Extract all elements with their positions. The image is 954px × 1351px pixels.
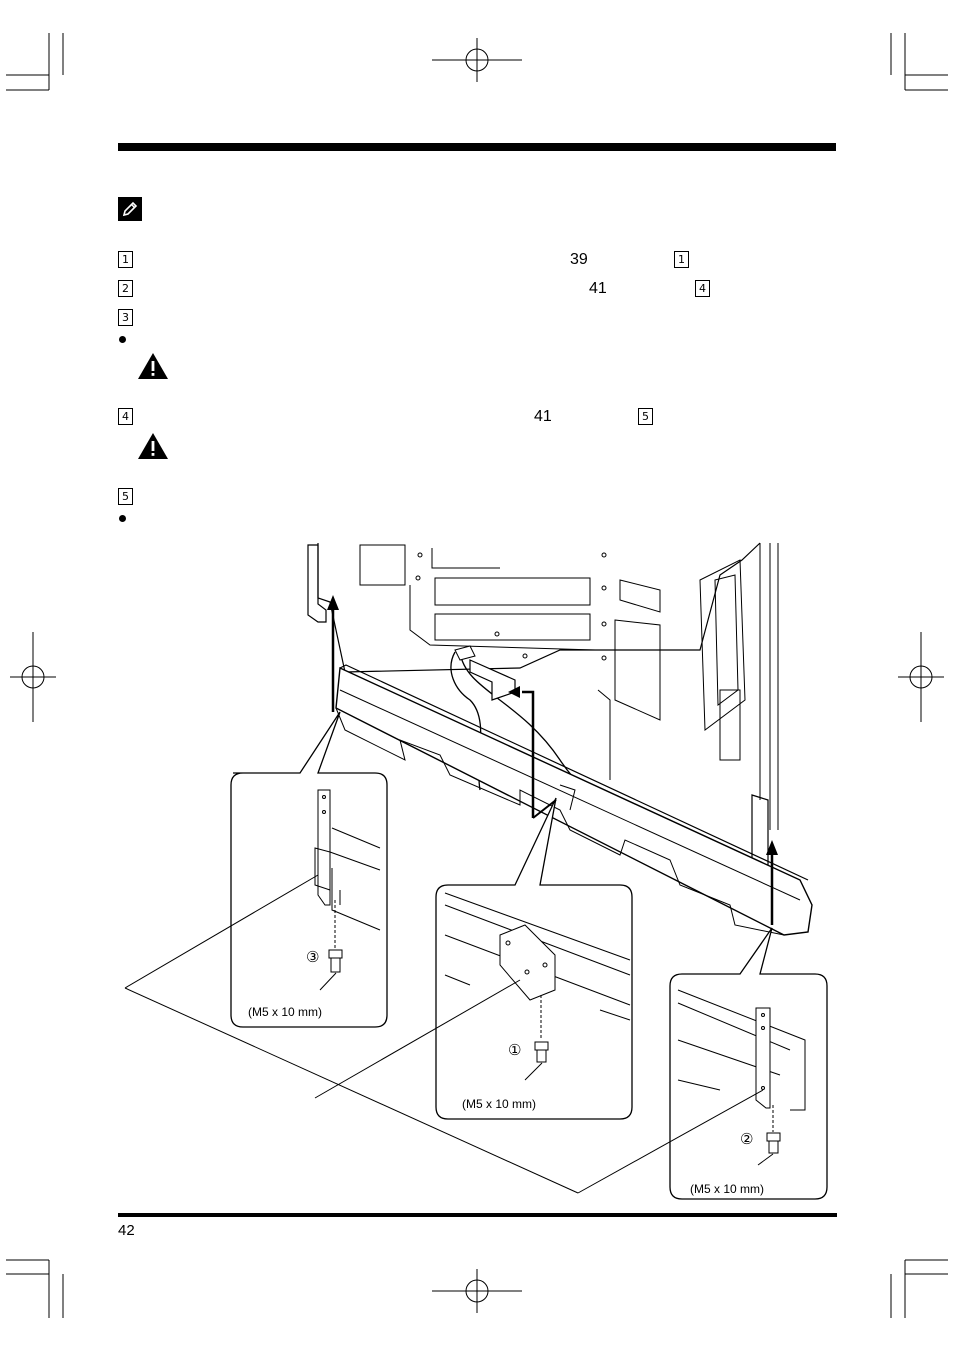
screw-size-label: (M5 x 10 mm) [462,1097,536,1111]
screw-number-1: ① [508,1041,521,1059]
screw-size-label: (M5 x 10 mm) [248,1005,322,1019]
step-reference-box: 4 [695,280,710,297]
page-reference: 39 [570,251,588,268]
display-rear-panel [317,542,779,830]
step-marker-5: 5 [118,488,133,505]
screw-number-2: ② [740,1130,753,1148]
step-marker-2: 2 [118,280,133,297]
step-marker-1: 1 [118,251,133,268]
page-reference: 41 [589,280,607,297]
bullet-dot [119,515,126,522]
step-marker-3: 3 [118,309,133,326]
bullet-dot [119,336,126,343]
warning-triangle-icon [138,433,168,459]
speaker-bar [335,664,813,936]
footer-rule [118,1213,837,1217]
page-reference: 41 [534,408,552,425]
step-reference-box: 5 [638,408,653,425]
screw-size-label: (M5 x 10 mm) [690,1182,764,1196]
step-marker-4: 4 [118,408,133,425]
page-number: 42 [118,1222,135,1239]
header-rule [118,143,836,151]
warning-triangle-icon [138,353,168,379]
step-reference-box: 1 [674,251,689,268]
pencil-note-icon [118,197,142,221]
screw-number-3: ③ [306,948,319,966]
